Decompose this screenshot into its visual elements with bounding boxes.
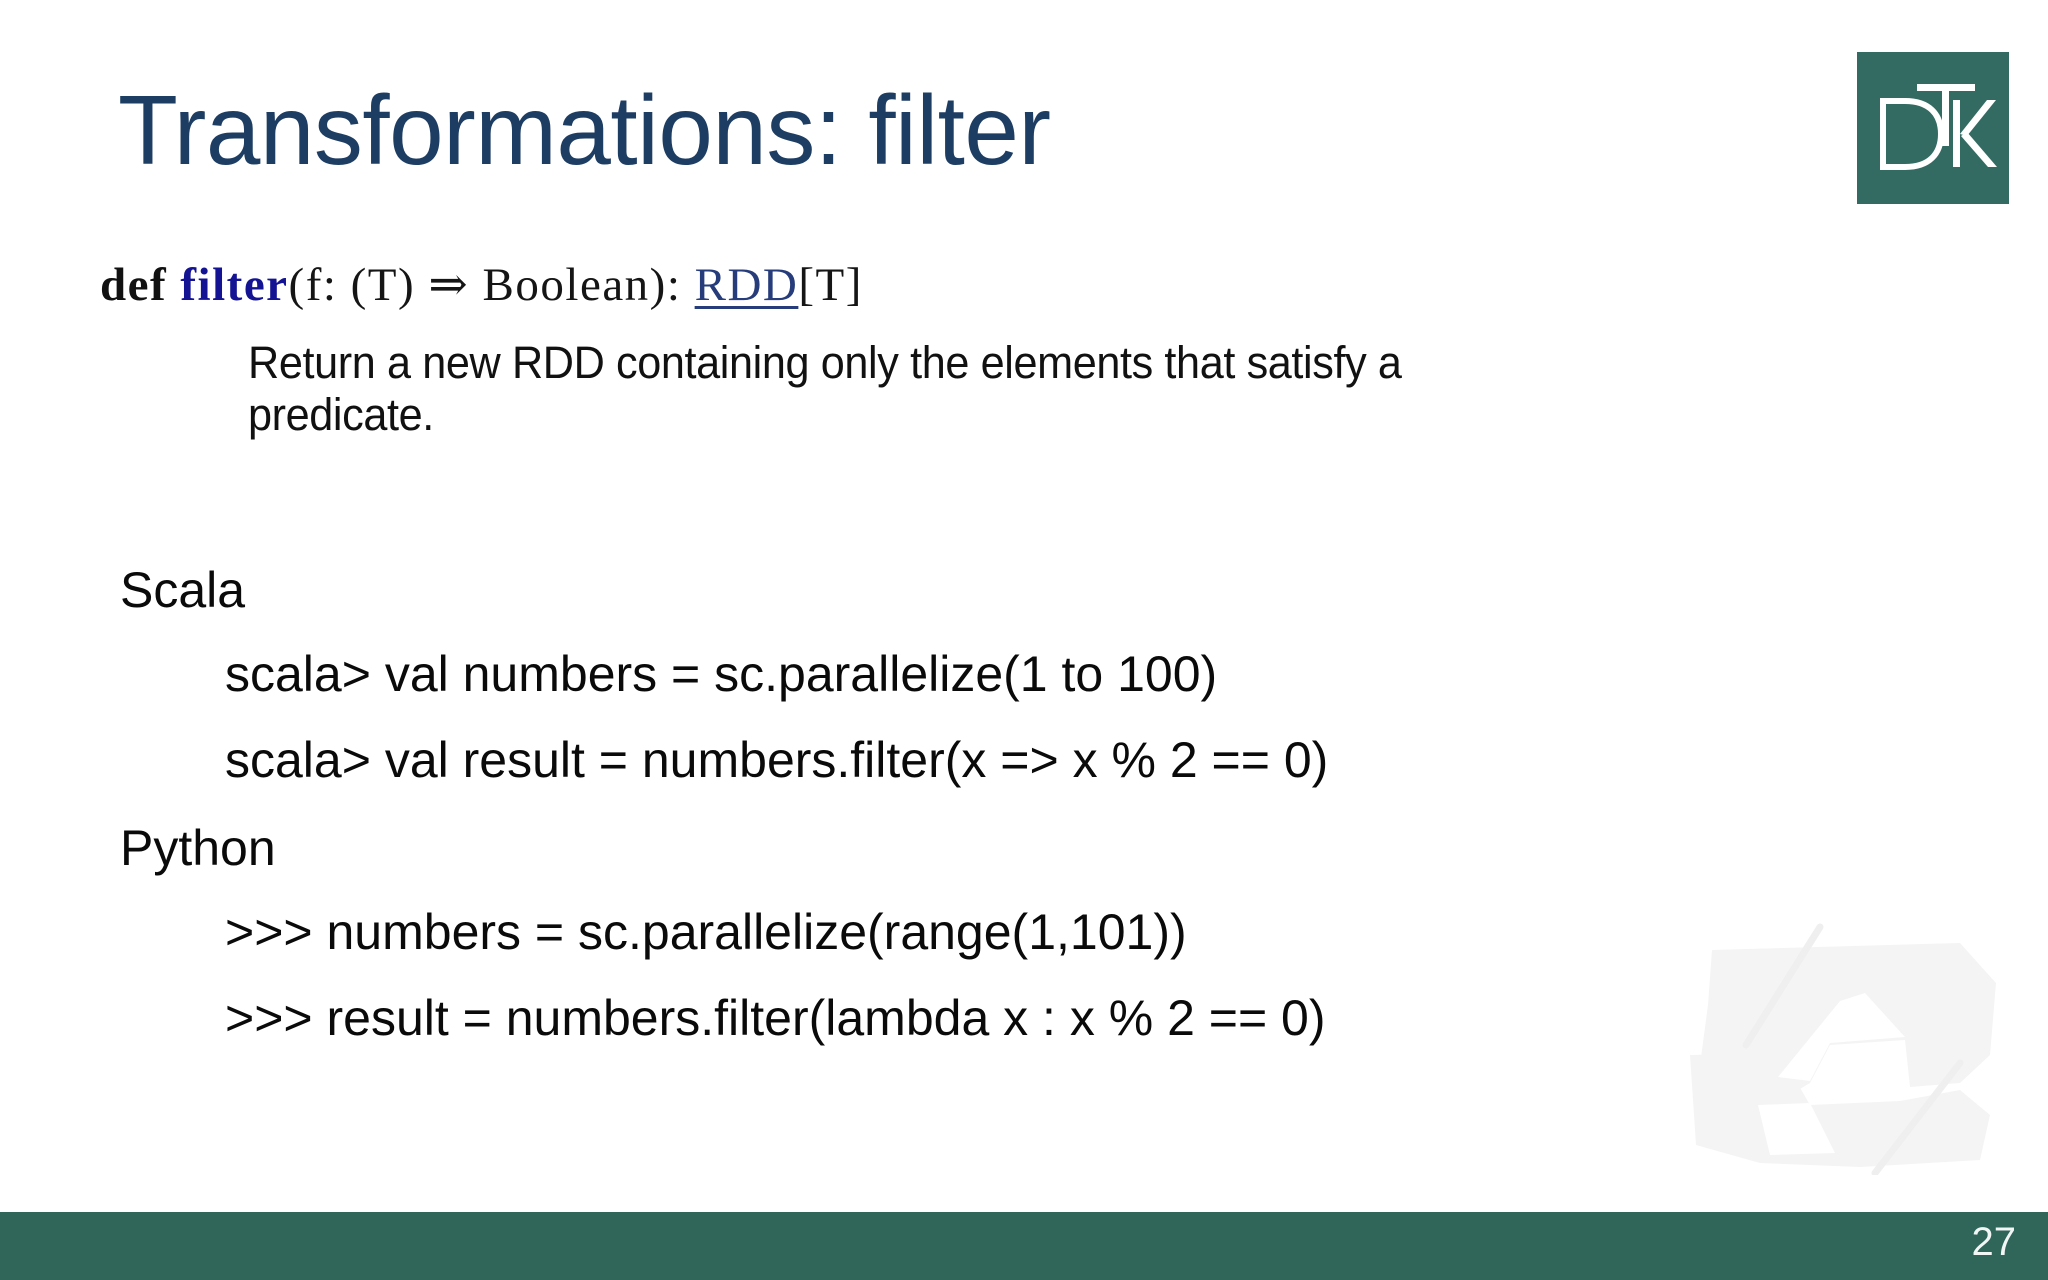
signature-params: (f: (T) ⇒ Boolean):	[288, 259, 695, 311]
footer-bar	[0, 1212, 2048, 1280]
section-label-scala: Scala	[120, 562, 246, 618]
signature-function-name: filter	[180, 259, 289, 311]
content-list: Scala scala> val numbers = sc.paralleliz…	[120, 565, 1720, 1079]
signature-return-type-link[interactable]: RDD	[694, 259, 799, 311]
code-line-python-2: >>> result = numbers.filter(lambda x : x…	[225, 990, 1326, 1046]
signature-return-type-param: [T]	[798, 259, 863, 311]
dtk-logo	[1857, 52, 2009, 204]
api-description: Return a new RDD containing only the ele…	[248, 337, 1402, 440]
api-doc-block: def filter(f: (T) ⇒ Boolean): RDD[T] Ret…	[100, 262, 1620, 441]
code-line-scala-1: scala> val numbers = sc.parallelize(1 to…	[225, 646, 1218, 702]
signature-keyword: def	[100, 259, 168, 311]
dtk-logo-glyph	[1880, 84, 1997, 170]
section-scala: Scala scala> val numbers = sc.paralleliz…	[120, 565, 1720, 785]
api-signature-line: def filter(f: (T) ⇒ Boolean): RDD[T]	[100, 262, 1620, 309]
page-number: 27	[1971, 1220, 2017, 1264]
section-python: Python >>> numbers = sc.parallelize(rang…	[120, 823, 1720, 1043]
code-line-python-1: >>> numbers = sc.parallelize(range(1,101…	[225, 904, 1187, 960]
page-title: Transformations: filter	[118, 75, 1051, 185]
code-line-scala-2: scala> val result = numbers.filter(x => …	[225, 732, 1329, 788]
section-label-python: Python	[120, 820, 276, 876]
